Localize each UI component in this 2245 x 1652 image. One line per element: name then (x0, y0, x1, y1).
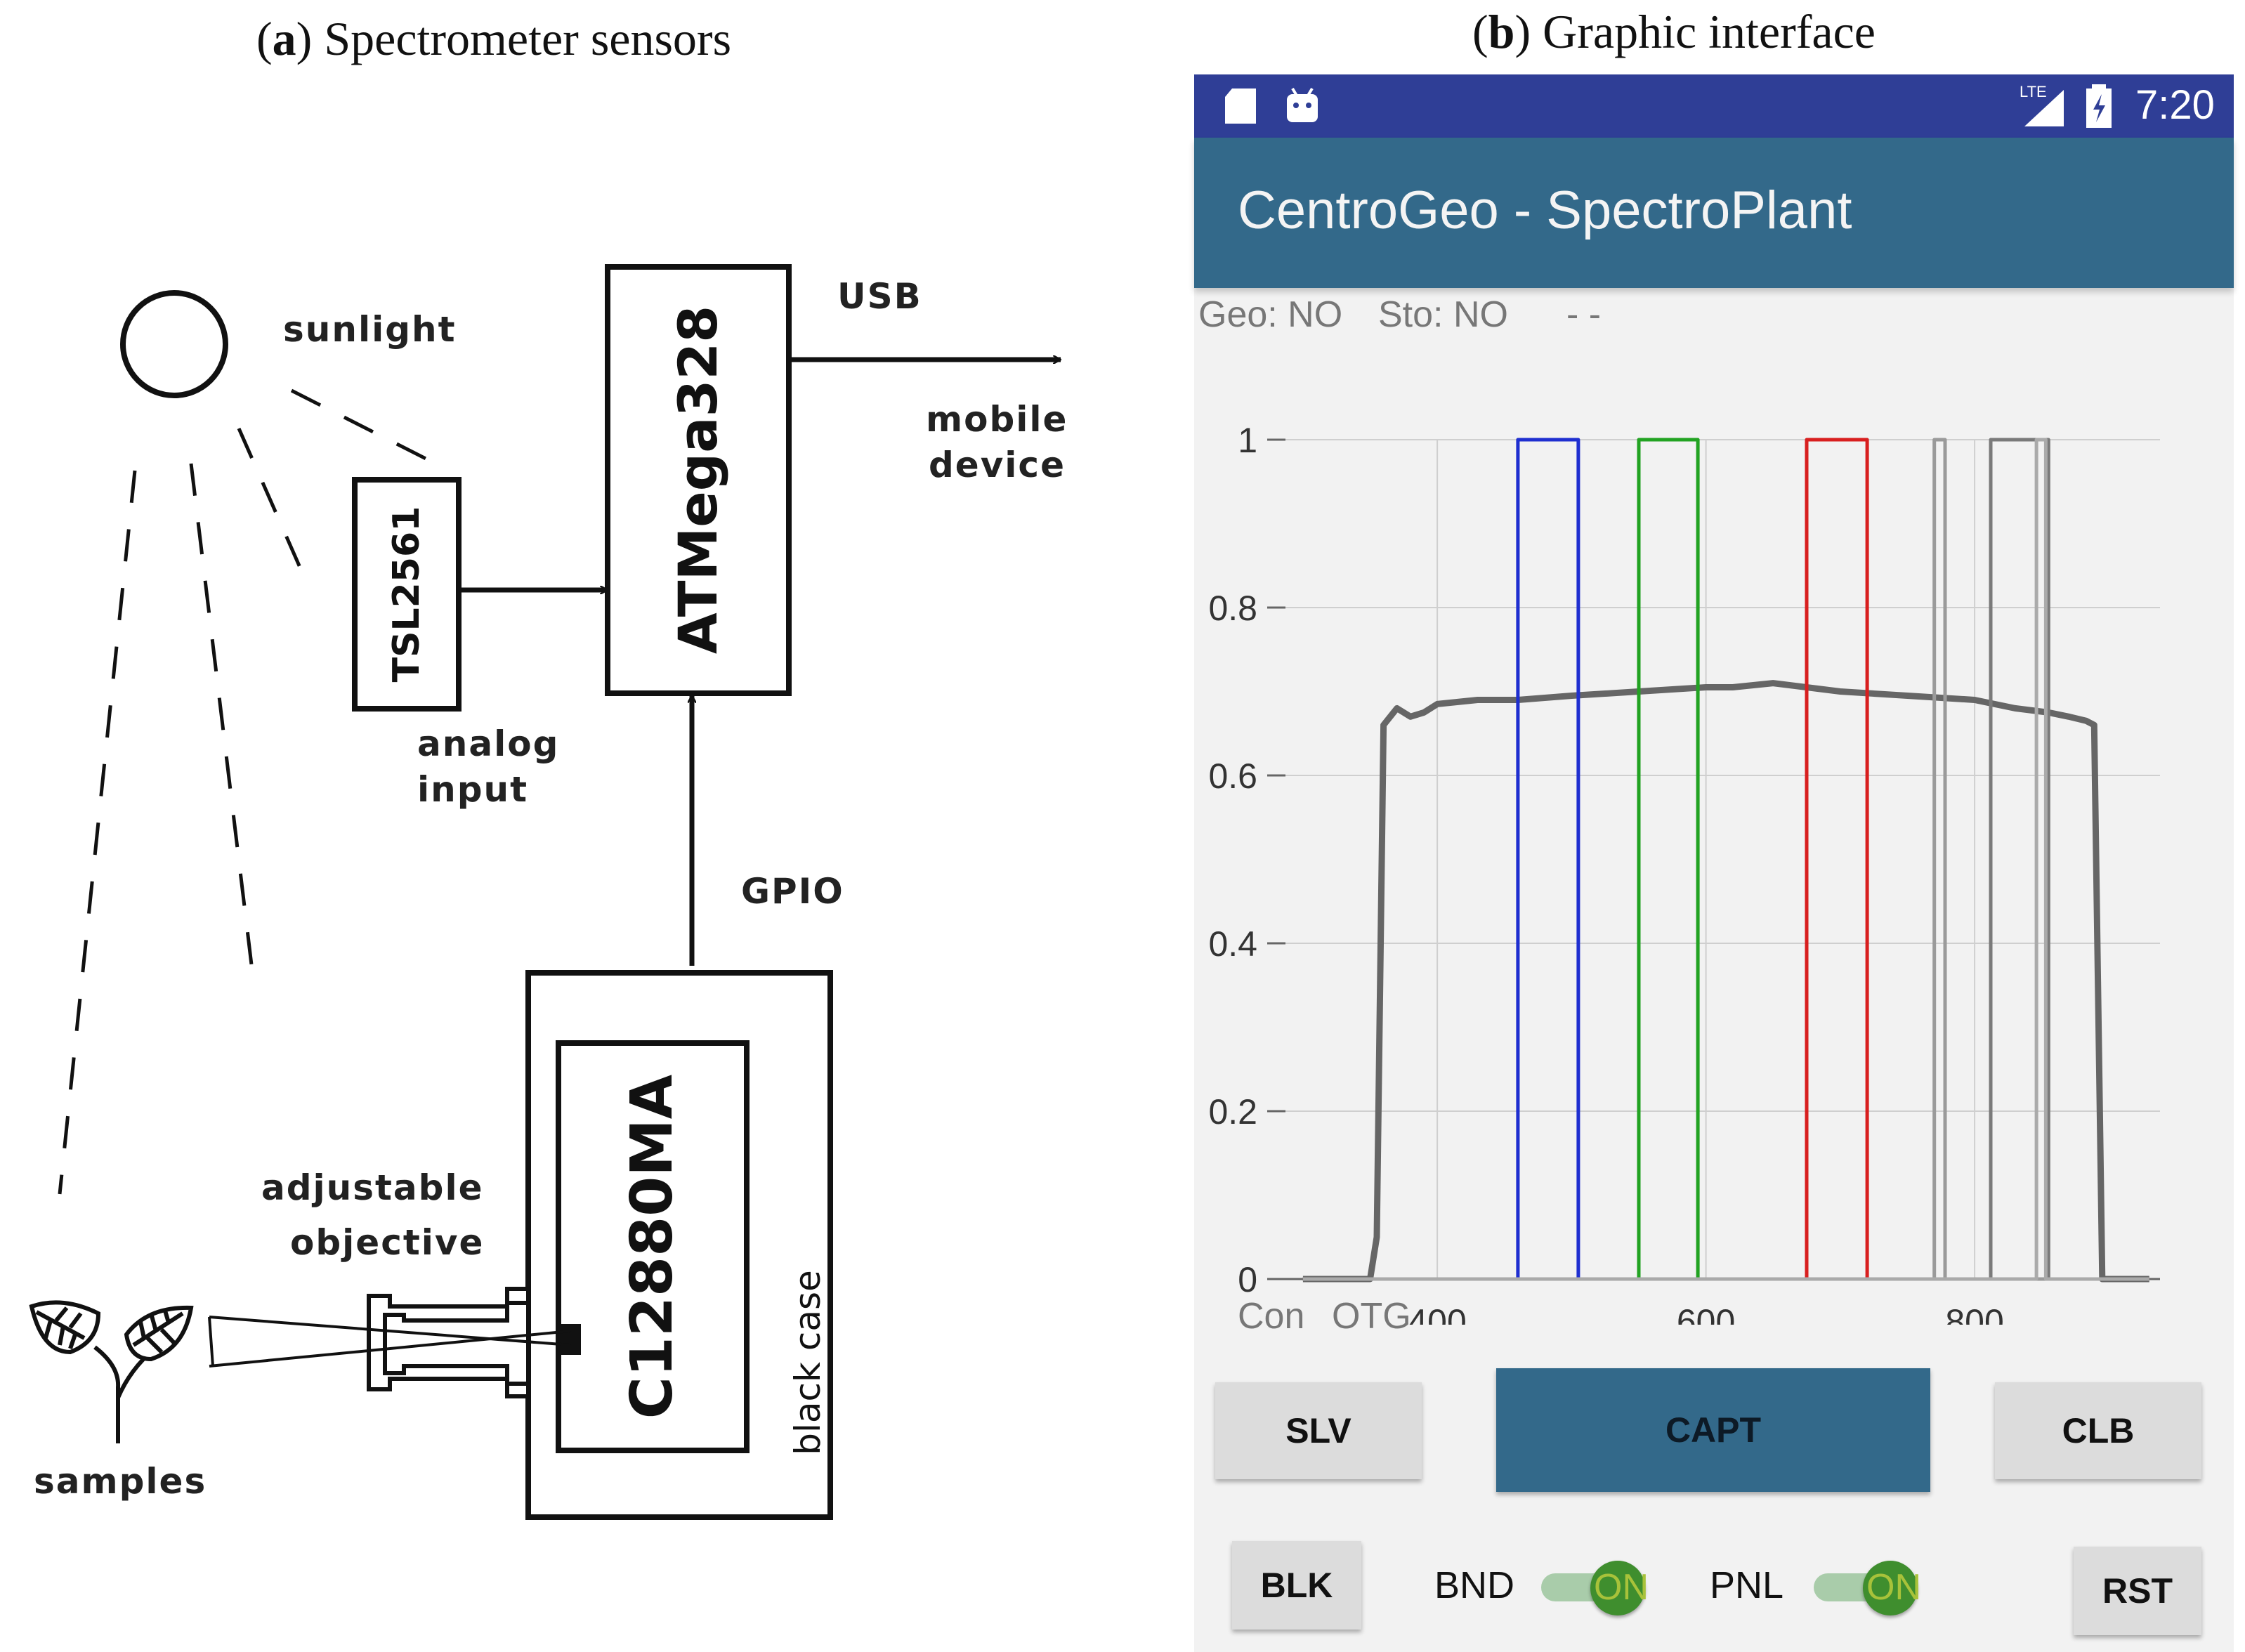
extra-status: - - (1566, 294, 1602, 335)
caption-b: (b) Graphic interface (1472, 5, 1876, 58)
pnl-switch-state: ON (1866, 1567, 1921, 1608)
sensor-label: TSL2561 (386, 506, 428, 683)
mcu-label: ATMega328 (667, 305, 729, 655)
x-tick-label: 800 (1945, 1302, 2003, 1325)
spectrometer-label: C12880MA (619, 1074, 686, 1420)
analog-input-label-1: analog (417, 723, 560, 764)
series-line-2 (1302, 438, 2149, 1281)
y-tick-label: 0.4 (1208, 924, 1257, 964)
series-line-1 (1302, 438, 2149, 1281)
phone-screen: LTE 7:20 CentroGeo - SpectroPlant Geo: N… (1194, 74, 2234, 1652)
x-tick-label: 600 (1677, 1302, 1735, 1325)
samples-label: samples (34, 1461, 207, 1502)
caption-a: (a) Spectrometer sensors (256, 12, 732, 65)
usb-label: USB (837, 276, 922, 317)
connection-status: Con (1238, 1296, 1305, 1337)
battery-charging-icon (2086, 84, 2112, 128)
mobile-device-label-1: mobile (926, 399, 1068, 440)
sun-icon (120, 290, 228, 398)
series-line-6 (1302, 438, 2149, 1281)
rst-button[interactable]: RST (2074, 1547, 2201, 1635)
gpio-label: GPIO (741, 871, 844, 912)
y-tick-label: 0.6 (1208, 756, 1257, 796)
mcu-box (605, 264, 792, 696)
sd-card-icon (1225, 88, 1256, 124)
otg-status: OTG (1332, 1296, 1411, 1337)
slv-button[interactable]: SLV (1215, 1382, 1422, 1479)
capture-button[interactable]: CAPT (1496, 1368, 1930, 1492)
pnl-switch[interactable]: ON (1814, 1558, 1926, 1621)
series-line-4 (1302, 438, 2149, 1281)
blk-button[interactable]: BLK (1232, 1541, 1361, 1630)
x-tick-label: 400 (1408, 1302, 1466, 1325)
status-bar: LTE 7:20 (1194, 74, 2234, 138)
app-bar: CentroGeo - SpectroPlant (1194, 138, 2234, 288)
case-label: black case (787, 1270, 828, 1455)
bnd-switch-state: ON (1594, 1567, 1649, 1608)
clb-button[interactable]: CLB (1995, 1382, 2201, 1479)
storage-status: Sto: NO (1378, 294, 1508, 335)
sunlight-label: sunlight (283, 309, 457, 350)
y-tick-label: 0.2 (1208, 1092, 1257, 1132)
geo-status: Geo: NO (1198, 294, 1343, 335)
signal-icon (2024, 90, 2064, 126)
objective-label-2: objective (290, 1222, 485, 1263)
mobile-device-label-2: device (929, 445, 1066, 485)
spectrum-chart: 0 0.2 0.4 0.6 0.8 1 400 600 800 (1208, 421, 2160, 1325)
y-tick-label: 1 (1238, 421, 1257, 460)
android-icon (1287, 87, 1318, 122)
bnd-label: BND (1434, 1564, 1515, 1606)
plant-icon (29, 1300, 194, 1443)
light-rays (58, 388, 437, 1195)
objective-label-1: adjustable (261, 1167, 484, 1208)
app-title: CentroGeo - SpectroPlant (1238, 181, 1852, 240)
system-diagram (29, 264, 1152, 1520)
series-line-3 (1302, 438, 2149, 1281)
analog-input-label-2: input (417, 769, 529, 810)
pnl-label: PNL (1710, 1564, 1784, 1606)
series-line-5 (1302, 438, 2149, 1281)
y-tick-label: 0 (1238, 1260, 1257, 1299)
series-line-0 (1302, 680, 2149, 1283)
sensor-box (352, 477, 462, 712)
spectrometer-box (556, 1040, 750, 1453)
y-tick-label: 0.8 (1208, 589, 1257, 628)
bnd-switch[interactable]: ON (1541, 1558, 1654, 1621)
status-time: 7:20 (2135, 82, 2215, 128)
network-type: LTE (2020, 83, 2047, 100)
